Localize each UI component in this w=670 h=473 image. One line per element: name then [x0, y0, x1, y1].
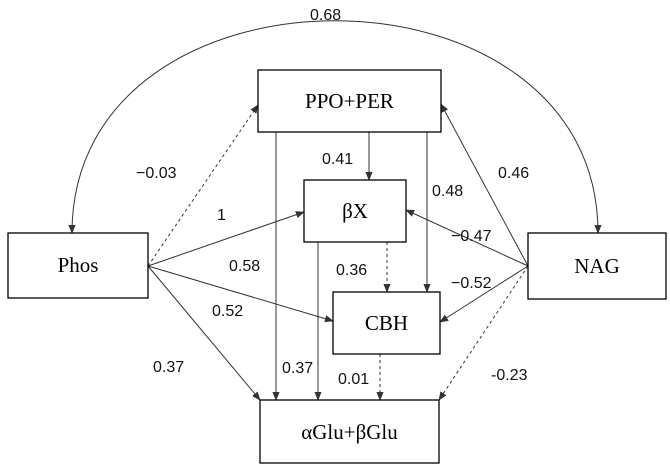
label-ppo-cbh: 0.48: [432, 183, 463, 200]
node-ppo-per-label: PPO+PER: [305, 89, 394, 113]
nodes: PPO+PER βX CBH αGlu+βGlu Phos NAG: [7, 69, 667, 464]
node-beta-x-label: βX: [342, 199, 368, 223]
edge-nag-glu: [438, 265, 529, 401]
edge-nag-ppo: [440, 103, 529, 267]
label-ppo-glu: 0.58: [229, 258, 260, 275]
label-nag-bx: −0.47: [451, 228, 492, 245]
label-nag-phos: 0.68: [310, 7, 341, 24]
edge-phos-glu: [147, 265, 261, 401]
edge-phos-bx: [147, 211, 305, 267]
node-glu: αGlu+βGlu: [259, 399, 440, 464]
node-beta-x: βX: [303, 179, 407, 243]
label-phos-cbh: 0.52: [212, 303, 243, 320]
node-cbh: CBH: [332, 291, 441, 355]
label-phos-glu: 0.37: [153, 359, 184, 376]
label-nag-cbh: −0.52: [451, 275, 492, 292]
edge-labels: 0.68 −0.03 1 0.52 0.37 0.41 0.58 0.48 0.…: [136, 7, 529, 388]
node-ppo-per: PPO+PER: [257, 69, 442, 133]
label-nag-glu: -0.23: [491, 367, 528, 384]
edges: [68, 20, 602, 401]
edge-nag-bx: [405, 209, 529, 267]
node-phos-label: Phos: [58, 253, 99, 277]
label-phos-bx: 1: [217, 207, 226, 224]
edge-nag-cbh: [439, 265, 529, 323]
node-cbh-label: CBH: [365, 311, 408, 335]
node-phos: Phos: [7, 232, 149, 299]
label-nag-ppo: 0.46: [498, 165, 529, 182]
label-cbh-glu: 0.01: [338, 371, 369, 388]
label-phos-ppo: −0.03: [136, 165, 177, 182]
label-bx-glu: 0.37: [282, 360, 313, 377]
node-nag: NAG: [527, 232, 667, 300]
label-bx-cbh: 0.36: [336, 262, 367, 279]
node-glu-label: αGlu+βGlu: [301, 420, 398, 444]
edge-phos-cbh: [147, 265, 334, 323]
label-ppo-bx: 0.41: [322, 151, 353, 168]
node-nag-label: NAG: [574, 254, 620, 278]
edge-nag-phos: [68, 20, 602, 234]
edge-phos-ppo: [147, 104, 259, 267]
